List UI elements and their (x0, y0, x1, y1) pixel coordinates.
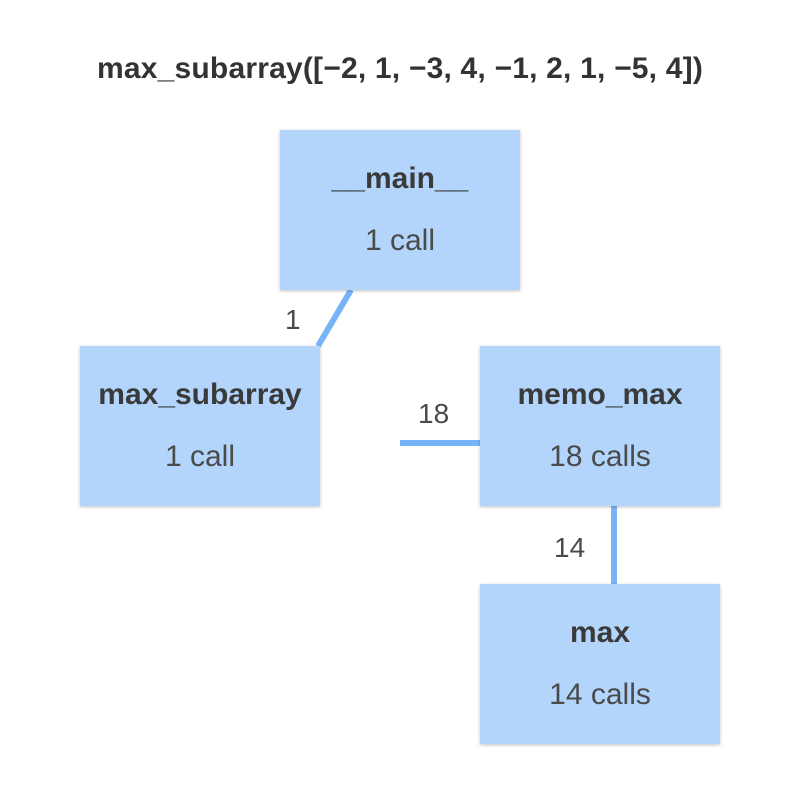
node-call-count: 14 calls (549, 678, 651, 711)
edge-label-main-to-max-subarray: 1 (285, 304, 301, 335)
edge-main-to-max-subarray (315, 288, 354, 348)
node-memo-max[interactable]: memo_max 18 calls (480, 346, 720, 506)
node-name: max_subarray (98, 378, 302, 411)
node-call-count: 18 calls (549, 440, 651, 473)
node-max[interactable]: max 14 calls (480, 584, 720, 744)
node-name: max (569, 616, 631, 649)
node-call-count: 1 call (164, 440, 236, 473)
node-max-subarray[interactable]: max_subarray 1 call (80, 346, 320, 506)
edge-label-memo-max-to-max: 14 (554, 532, 586, 563)
node-name: __main__ (331, 162, 469, 195)
edge-label-max-subarray-to-memo-max: 18 (418, 398, 450, 429)
node-call-count: 1 call (364, 224, 436, 257)
node-main[interactable]: __main__ 1 call (280, 130, 520, 290)
diagram-title: max_subarray([−2, 1, −3, 4, −1, 2, 1, −5… (96, 52, 704, 85)
node-name: memo_max (517, 378, 683, 411)
